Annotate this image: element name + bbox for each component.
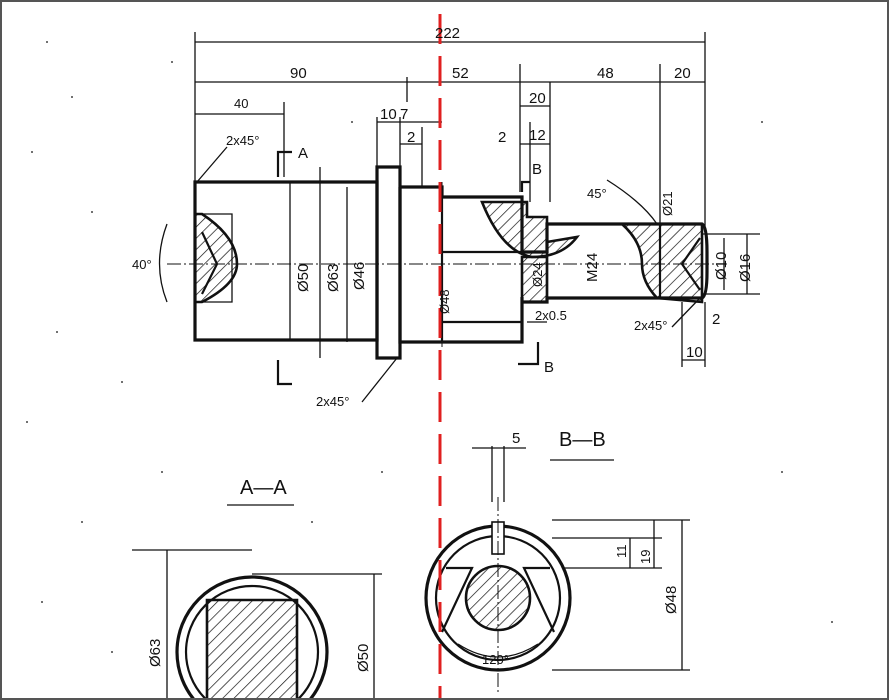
- dim-48: 48: [597, 65, 614, 82]
- angle-labels: 40° 45° 120°: [132, 186, 607, 667]
- dim-20-right: 20: [674, 65, 691, 82]
- scan-speckles: [26, 41, 833, 653]
- chamfer-labels: 2x45° 2x45° 2x45° 2x0.5: [226, 133, 667, 409]
- section-title-aa: A—A: [240, 477, 287, 499]
- section-aa-view: [132, 504, 382, 698]
- dim-overall: 222: [435, 25, 460, 42]
- dim-7: 7: [400, 106, 408, 123]
- dia-21: Ø21: [660, 191, 675, 216]
- dim-11: 11: [614, 545, 629, 559]
- dim-2-a: 2: [407, 129, 415, 146]
- dim-90: 90: [290, 65, 307, 82]
- dim-40: 40: [234, 96, 248, 111]
- dia-50-section: Ø50: [355, 644, 372, 672]
- angle-40: 40°: [132, 257, 152, 272]
- dim-10-bottom: 10: [686, 344, 703, 361]
- section-labels: A B B A—A B—B: [240, 145, 606, 499]
- dim-52: 52: [452, 65, 469, 82]
- angle-120: 120°: [482, 652, 509, 667]
- dim-2-b: 2: [498, 129, 506, 146]
- dia-24: Ø24: [530, 262, 545, 287]
- dim-10: 10: [380, 106, 397, 123]
- section-mark-a: A: [298, 145, 308, 162]
- dia-10: Ø10: [713, 252, 730, 280]
- section-mark-b-top: B: [532, 161, 542, 178]
- dia-16: Ø16: [737, 254, 754, 282]
- chamfer-2: 2x45°: [316, 394, 349, 409]
- dia-63: Ø63: [325, 264, 342, 292]
- dim-20-mid: 20: [529, 90, 546, 107]
- dia-46: Ø46: [351, 262, 368, 290]
- dia-48-mid: Ø48: [437, 289, 452, 314]
- diameter-labels: Ø50 Ø63 Ø46 Ø48 Ø24 M24 Ø21 Ø10 Ø16 Ø63 …: [147, 191, 754, 672]
- section-title-bb: B—B: [559, 429, 606, 451]
- dim-19: 19: [638, 550, 653, 564]
- thread-m24: M24: [584, 253, 601, 282]
- dim-2-c: 2: [712, 311, 720, 328]
- dim-5: 5: [512, 430, 520, 447]
- section-bb-view: [424, 446, 690, 692]
- dia-48-section: Ø48: [663, 586, 680, 614]
- section-mark-b-bottom: B: [544, 359, 554, 376]
- dimension-labels: 222 90 52 48 20 40 10 7 2 20 2 12 10 2 5…: [234, 25, 720, 564]
- dim-12: 12: [529, 127, 546, 144]
- chamfer-3: 2x45°: [634, 318, 667, 333]
- angle-45: 45°: [587, 186, 607, 201]
- dia-50: Ø50: [295, 264, 312, 292]
- groove-label: 2x0.5: [535, 308, 567, 323]
- main-shaft-view: [158, 32, 760, 403]
- dia-63-section: Ø63: [147, 639, 164, 667]
- chamfer-1: 2x45°: [226, 133, 259, 148]
